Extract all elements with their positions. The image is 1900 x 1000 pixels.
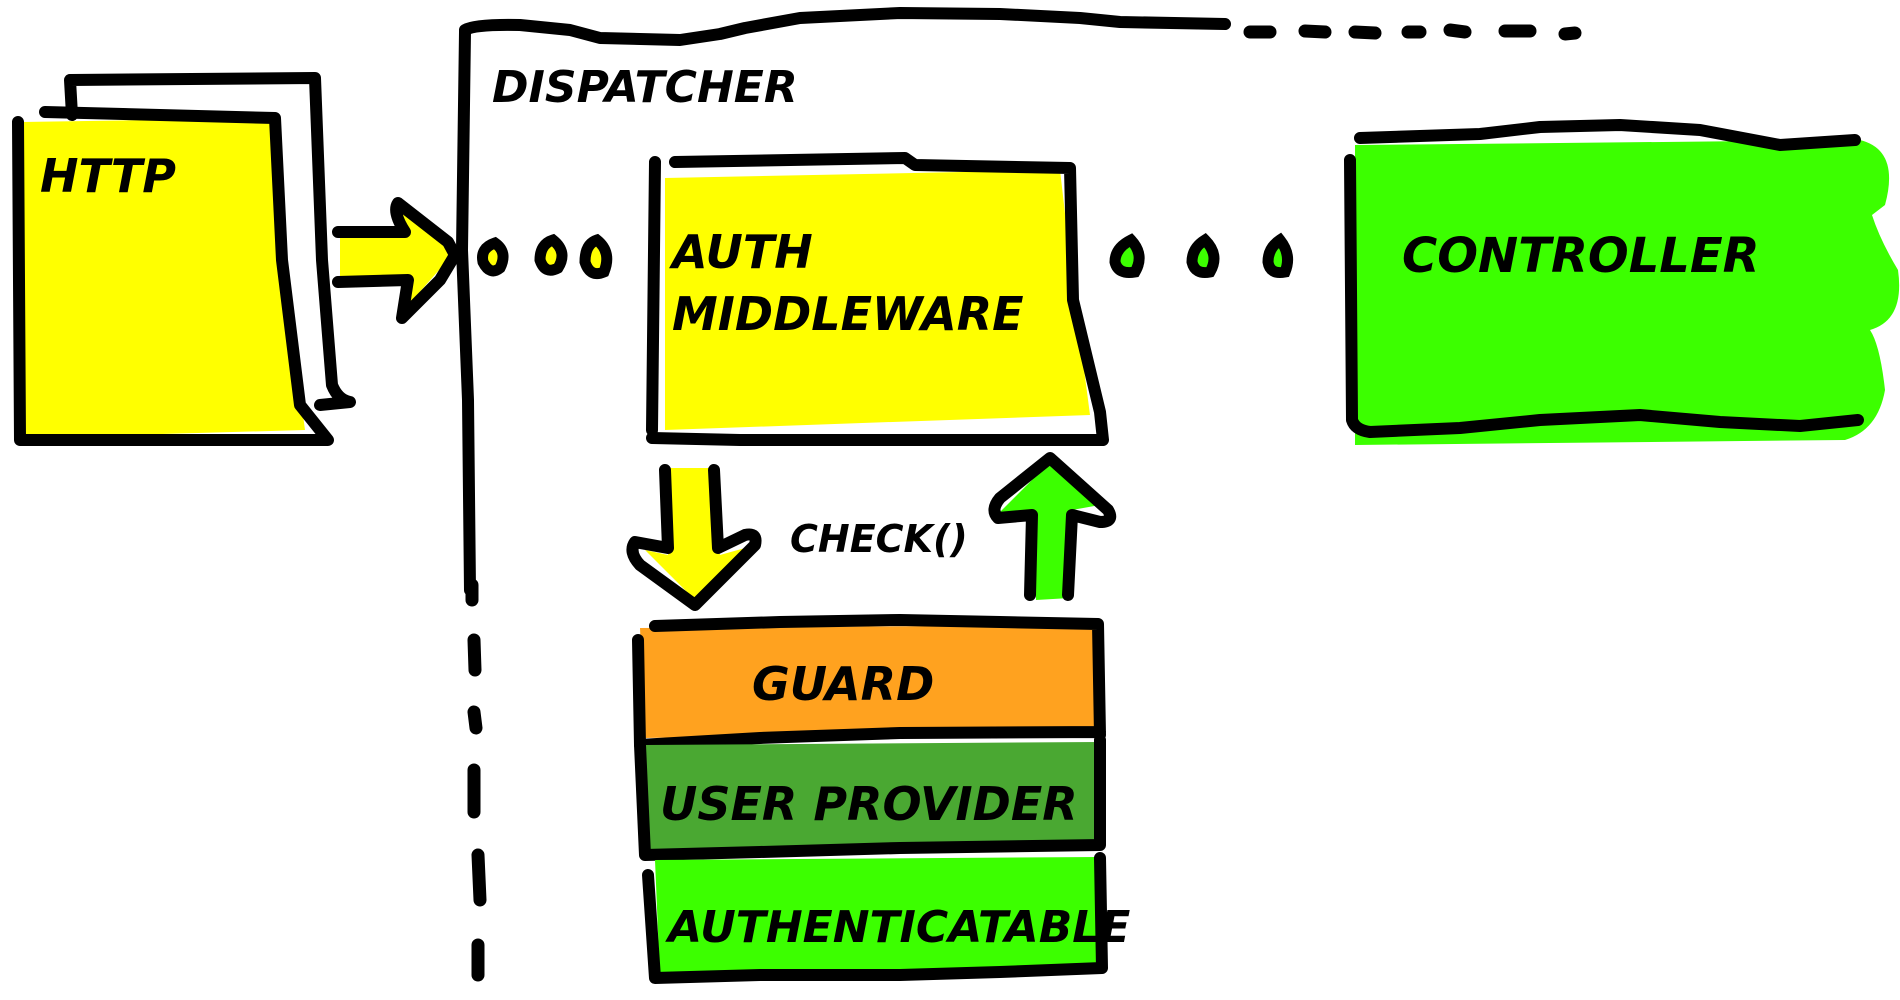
auth-middleware-node: AUTH MIDDLEWARE	[646, 152, 1109, 446]
guard-label: GUARD	[752, 657, 934, 711]
arrow-up-fill	[1000, 462, 1100, 600]
dispatcher-top-border	[459, 7, 1231, 46]
guard-node: GUARD	[632, 614, 1106, 751]
user-provider-node: USER PROVIDER	[634, 734, 1106, 861]
auth-middleware-border	[646, 152, 1109, 446]
dispatcher-dashed-left	[465, 578, 487, 982]
dispatcher-dashed-top	[1243, 23, 1582, 41]
http-to-dispatcher-arrow	[332, 197, 461, 324]
arrow-down-icon	[626, 464, 762, 611]
check-call-label: CHECK()	[790, 517, 968, 561]
auth-middleware-label-line2: MIDDLEWARE	[672, 287, 1024, 341]
dot-icon	[534, 233, 568, 276]
http-label: HTTP	[40, 149, 176, 203]
authenticatable-node: AUTHENTICATABLE	[642, 852, 1130, 984]
dot-icon	[1186, 233, 1220, 278]
dot-icon	[1109, 233, 1145, 278]
user-provider-label: USER PROVIDER	[660, 777, 1078, 831]
middleware-to-guard-arrow: CHECK()	[626, 464, 968, 611]
dispatcher-frame: DISPATCHER	[456, 7, 1582, 982]
controller-fill	[1355, 140, 1900, 445]
dispatcher-label: DISPATCHER	[492, 62, 798, 113]
arrow-right-icon	[332, 197, 461, 324]
user-provider-fill	[645, 742, 1098, 858]
http-front-page	[12, 106, 334, 446]
arrow-up-icon	[988, 452, 1117, 601]
controller-label: CONTROLLER	[1402, 228, 1760, 284]
dot-icon	[477, 236, 509, 277]
auth-middleware-label-line1: AUTH	[669, 225, 813, 279]
guard-border	[632, 614, 1106, 751]
dispatcher-dots-left	[477, 233, 613, 280]
authenticatable-fill	[655, 857, 1100, 980]
dot-icon	[579, 233, 613, 280]
guard-to-middleware-arrow	[988, 452, 1117, 601]
guard-fill	[640, 625, 1097, 738]
auth-middleware-fill	[665, 170, 1090, 430]
dispatcher-left-border	[456, 26, 476, 596]
controller-border	[1344, 119, 1864, 438]
dot-icon	[1262, 232, 1294, 278]
http-front-page-fill	[22, 118, 305, 438]
http-node: HTTP	[12, 72, 356, 446]
controller-node: CONTROLLER	[1344, 119, 1900, 445]
dispatcher-dots-right	[1109, 232, 1294, 278]
http-back-page	[64, 72, 356, 411]
user-provider-border	[634, 734, 1106, 861]
authenticatable-border	[642, 852, 1108, 984]
authenticatable-label: AUTHENTICATABLE	[665, 902, 1130, 953]
